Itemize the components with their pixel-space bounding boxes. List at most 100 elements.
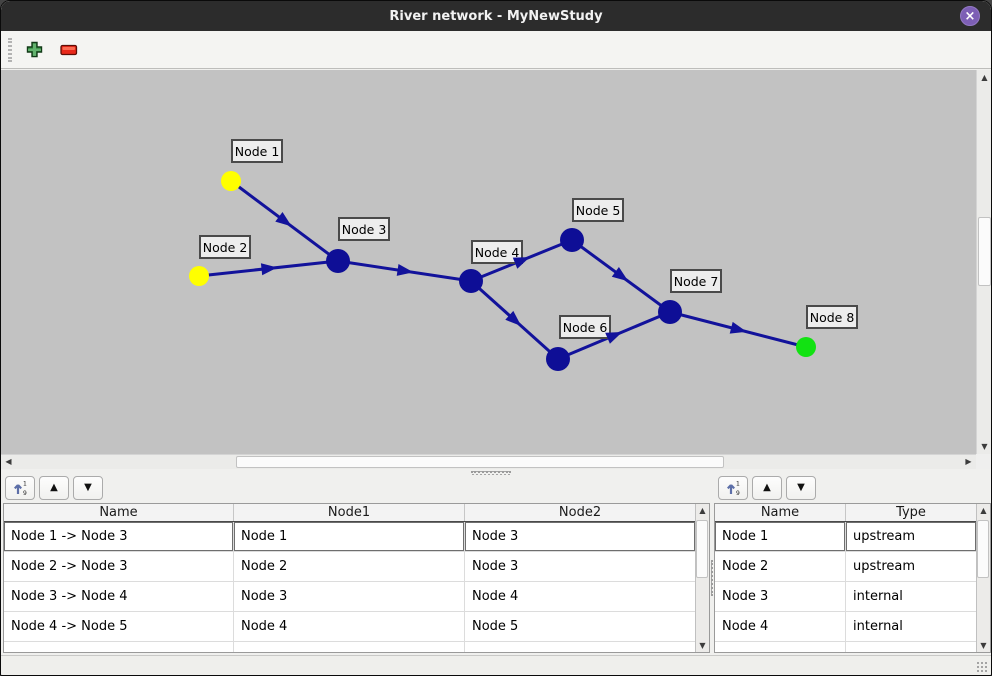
- table-cell[interactable]: Node 4 -> Node 5: [4, 612, 234, 642]
- nodes-scroll-thumb[interactable]: [977, 520, 989, 578]
- network-node[interactable]: [221, 171, 241, 191]
- table-cell[interactable]: internal: [846, 612, 977, 642]
- table-cell[interactable]: upstream: [846, 522, 977, 552]
- network-node[interactable]: [560, 228, 584, 252]
- sort-button[interactable]: 1 9: [5, 476, 35, 500]
- column-header[interactable]: Name: [4, 504, 234, 521]
- links-scroll-thumb[interactable]: [696, 520, 708, 578]
- scroll-up-icon[interactable]: ▲: [981, 73, 988, 82]
- move-down-button[interactable]: ▼: [786, 476, 816, 500]
- node-label-box[interactable]: [231, 139, 283, 163]
- table-cell[interactable]: Node 4: [465, 582, 696, 612]
- table-cell[interactable]: internal: [846, 582, 977, 612]
- table-cell[interactable]: upstream: [846, 552, 977, 582]
- sort-button[interactable]: 1 9: [718, 476, 748, 500]
- up-triangle-icon: ▲: [763, 482, 771, 493]
- scroll-down-icon[interactable]: ▼: [699, 641, 706, 650]
- column-header[interactable]: Node1: [234, 504, 465, 521]
- move-up-button[interactable]: ▲: [752, 476, 782, 500]
- table-row[interactable]: [715, 642, 990, 652]
- canvas-hscrollbar[interactable]: ◀ ▶: [1, 454, 976, 469]
- main-toolbar: [1, 31, 991, 69]
- table-cell[interactable]: Node 4: [234, 612, 465, 642]
- table-cell[interactable]: Node 3: [234, 582, 465, 612]
- network-node[interactable]: [546, 347, 570, 371]
- scroll-left-icon[interactable]: ◀: [5, 457, 12, 466]
- node-label-box[interactable]: [806, 305, 858, 329]
- node-label-box[interactable]: [338, 217, 390, 241]
- resize-grip-icon[interactable]: [976, 661, 988, 673]
- table-cell[interactable]: Node 2 -> Node 3: [4, 552, 234, 582]
- close-button[interactable]: ×: [960, 6, 980, 26]
- node-label-box[interactable]: [199, 235, 251, 259]
- table-cell[interactable]: [4, 642, 234, 652]
- node-label-box[interactable]: [572, 198, 624, 222]
- network-node[interactable]: [658, 300, 682, 324]
- nodes-table-scrollbar[interactable]: ▲ ▼: [976, 504, 990, 652]
- canvas-vscrollbar[interactable]: ▲ ▼: [976, 70, 991, 454]
- edge-arrow-icon: [396, 264, 414, 276]
- table-cell[interactable]: Node 1: [234, 522, 465, 552]
- canvas-hscroll-thumb[interactable]: [236, 456, 724, 468]
- network-node[interactable]: [459, 269, 483, 293]
- table-cell[interactable]: Node 2: [234, 552, 465, 582]
- scroll-right-icon[interactable]: ▶: [965, 457, 972, 466]
- table-cell[interactable]: [715, 642, 846, 652]
- node-label: Node 2: [203, 240, 248, 255]
- table-cell[interactable]: Node 3: [465, 522, 696, 552]
- scroll-up-icon[interactable]: ▲: [699, 506, 706, 515]
- network-node[interactable]: [796, 337, 816, 357]
- table-cell[interactable]: Node 1: [715, 522, 846, 552]
- table-row[interactable]: [4, 642, 709, 652]
- table-cell[interactable]: Node 4: [715, 612, 846, 642]
- table-cell[interactable]: [465, 642, 696, 652]
- remove-node-button[interactable]: [56, 37, 82, 63]
- table-cell[interactable]: Node 5: [465, 612, 696, 642]
- network-node[interactable]: [189, 266, 209, 286]
- down-triangle-icon: ▼: [797, 482, 805, 493]
- table-cell[interactable]: Node 2: [715, 552, 846, 582]
- links-table-scrollbar[interactable]: ▲ ▼: [695, 504, 709, 652]
- move-up-button[interactable]: ▲: [39, 476, 69, 500]
- table-cell[interactable]: Node 3 -> Node 4: [4, 582, 234, 612]
- table-cell[interactable]: [234, 642, 465, 652]
- canvas-vscroll-thumb[interactable]: [978, 217, 991, 286]
- titlebar[interactable]: River network - MyNewStudy ×: [1, 1, 991, 31]
- scroll-down-icon[interactable]: ▼: [980, 641, 987, 650]
- network-node[interactable]: [326, 249, 350, 273]
- table-cell[interactable]: [846, 642, 977, 652]
- node-label: Node 7: [674, 274, 719, 289]
- column-header[interactable]: Name: [715, 504, 846, 521]
- minus-icon: [60, 44, 78, 55]
- links-toolbar: 1 9 ▲ ▼: [1, 476, 103, 502]
- move-down-button[interactable]: ▼: [73, 476, 103, 500]
- scroll-up-icon[interactable]: ▲: [980, 506, 987, 515]
- column-header[interactable]: Node2: [465, 504, 696, 521]
- scroll-down-icon[interactable]: ▼: [981, 442, 988, 451]
- node-label-box[interactable]: [471, 240, 523, 264]
- table-cell[interactable]: Node 1 -> Node 3: [4, 522, 234, 552]
- table-cell[interactable]: Node 3: [715, 582, 846, 612]
- add-node-button[interactable]: [21, 37, 47, 63]
- toolbar-drag-handle[interactable]: [8, 37, 12, 62]
- column-header[interactable]: Type: [846, 504, 977, 521]
- node-label-box[interactable]: [670, 269, 722, 293]
- svg-text:1: 1: [23, 481, 27, 488]
- node-label-box[interactable]: [559, 315, 611, 339]
- sort-icon: 1 9: [726, 481, 740, 496]
- table-cell[interactable]: Node 3: [465, 552, 696, 582]
